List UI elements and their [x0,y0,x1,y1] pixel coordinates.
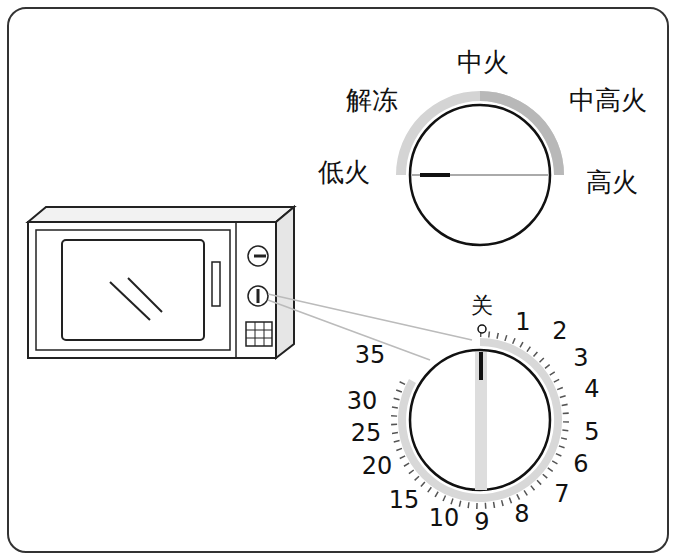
dial-label: 中高火 [569,87,647,113]
dial-label: 低火 [318,159,370,185]
dial-label: 6 [573,452,588,476]
dial-label: 4 [584,377,599,401]
frame [8,8,668,552]
dial-label: 5 [584,420,599,444]
dial-label: 20 [362,454,393,478]
dial-label: 1 [515,310,530,334]
dial-label: 9 [474,510,489,534]
microwave [28,207,294,358]
dial-label: 25 [351,421,382,445]
dial-label: 30 [347,389,378,413]
timer-dial [394,325,566,506]
dial-label: 解冻 [346,87,398,113]
dial-label: 3 [573,346,588,370]
dial-label: 35 [355,343,386,367]
dial-label: 10 [429,506,460,530]
dial-label: 高火 [586,169,638,195]
dial-label: 2 [552,319,567,343]
power-dial [396,91,564,245]
dial-label: 7 [554,482,569,506]
dial-label: 中火 [457,49,509,75]
dial-label: 关 [471,295,493,317]
dial-label: 15 [389,488,420,512]
dial-label: 8 [514,502,529,526]
